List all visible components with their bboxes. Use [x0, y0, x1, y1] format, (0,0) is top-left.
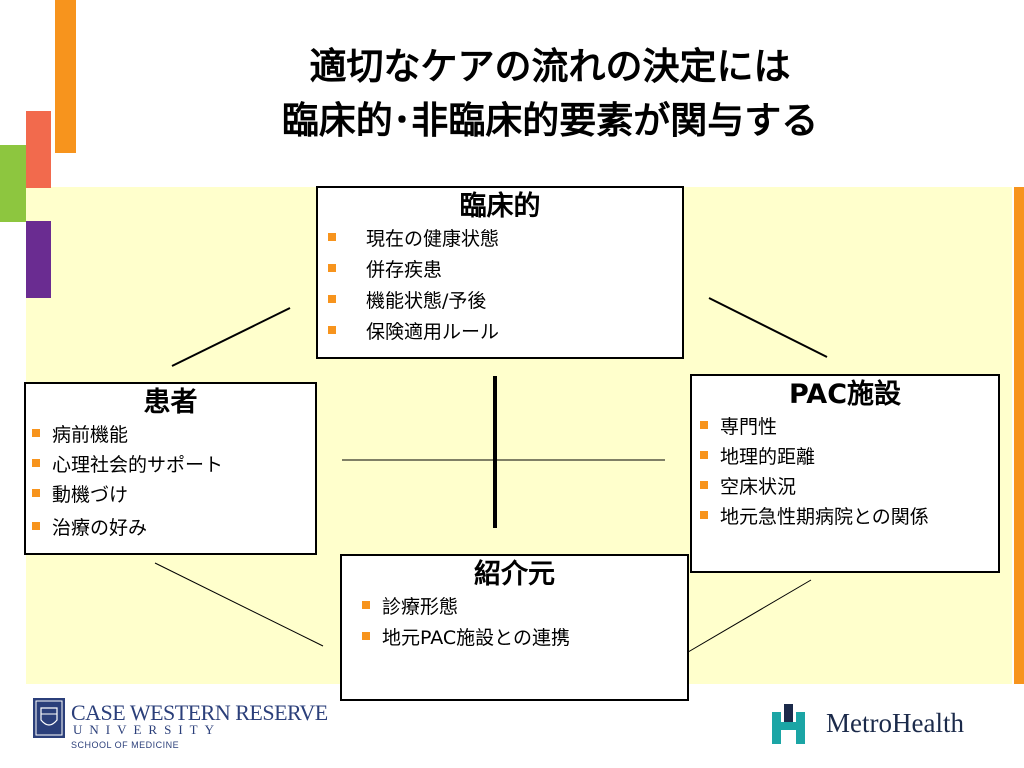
green-accent-block	[0, 145, 26, 222]
square-bullet-icon	[700, 511, 708, 519]
purple-accent-block	[26, 221, 51, 298]
list-item: 地元PAC施設との連携	[360, 623, 669, 654]
title-line-2: 臨床的･非臨床的要素が関与する	[281, 99, 819, 142]
right-accent-bar	[1014, 187, 1024, 684]
metrohealth-name: MetroHealth	[826, 708, 964, 738]
list-item: 併存疾患	[326, 255, 674, 286]
list-item: 診療形態	[360, 592, 669, 623]
clinical-box: 臨床的 現在の健康状態 併存疾患 機能状態/予後 保険適用ルール	[316, 186, 684, 359]
connector-patient-referral	[154, 562, 324, 647]
pac-list: 専門性 地理的距離 空床状況 地元急性期病院との関係	[698, 412, 992, 532]
square-bullet-icon	[32, 489, 40, 497]
slide-title: 適切なケアの流れの決定には 臨床的･非臨床的要素が関与する	[150, 40, 950, 148]
connector-clinical-pac	[708, 297, 828, 358]
clinical-box-title: 臨床的	[459, 191, 541, 222]
square-bullet-icon	[328, 295, 336, 303]
list-item: 現在の健康状態	[326, 224, 674, 255]
top-accent-bar	[55, 0, 76, 153]
list-item: 治療の好み	[30, 513, 311, 543]
list-item: 空床状況	[698, 472, 992, 502]
clinical-list: 現在の健康状態 併存疾患 機能状態/予後 保険適用ルール	[326, 224, 674, 348]
list-item: 保険適用ルール	[326, 317, 674, 348]
square-bullet-icon	[700, 481, 708, 489]
square-bullet-icon	[328, 264, 336, 272]
square-bullet-icon	[32, 459, 40, 467]
square-bullet-icon	[700, 421, 708, 429]
square-bullet-icon	[362, 632, 370, 640]
square-bullet-icon	[328, 326, 336, 334]
square-bullet-icon	[700, 451, 708, 459]
title-line-1: 適切なケアの流れの決定には	[309, 45, 791, 88]
pac-box-title: PAC施設	[788, 379, 902, 410]
list-item: 地元急性期病院との関係	[698, 502, 992, 532]
list-item: 動機づけ	[30, 480, 311, 510]
cwru-name: CASE WESTERN RESERVE	[71, 700, 328, 725]
square-bullet-icon	[32, 522, 40, 530]
patient-box: 患者 病前機能 心理社会的サポート 動機づけ 治療の好み	[24, 382, 317, 555]
list-item: 専門性	[698, 412, 992, 442]
metrohealth-mark-icon	[772, 704, 805, 744]
list-item: 病前機能	[30, 420, 311, 450]
referral-box-title: 紹介元	[474, 559, 555, 590]
square-bullet-icon	[32, 429, 40, 437]
referral-list: 診療形態 地元PAC施設との連携	[360, 592, 669, 654]
square-bullet-icon	[362, 601, 370, 609]
referral-source-box: 紹介元 診療形態 地元PAC施設との連携	[340, 554, 689, 701]
cwru-school: SCHOOL OF MEDICINE	[71, 740, 180, 750]
connector-clinical-patient	[171, 307, 291, 367]
patient-box-title: 患者	[143, 387, 198, 418]
square-bullet-icon	[328, 233, 336, 241]
red-accent-block	[26, 111, 51, 188]
patient-list: 病前機能 心理社会的サポート 動機づけ 治療の好み	[30, 420, 311, 543]
cwru-logo: CASE WESTERN RESERVE UNIVERSITY SCHOOL O…	[33, 698, 328, 754]
list-item: 機能状態/予後	[326, 286, 674, 317]
connector-referral-pac	[682, 579, 812, 656]
metrohealth-logo: MetroHealth	[770, 704, 980, 748]
list-item: 心理社会的サポート	[30, 450, 311, 480]
cwru-university: UNIVERSITY	[73, 722, 221, 737]
university-seal-icon	[33, 698, 65, 738]
list-item: 地理的距離	[698, 442, 992, 472]
pac-facility-box: PAC施設 専門性 地理的距離 空床状況 地元急性期病院との関係	[690, 374, 1000, 573]
